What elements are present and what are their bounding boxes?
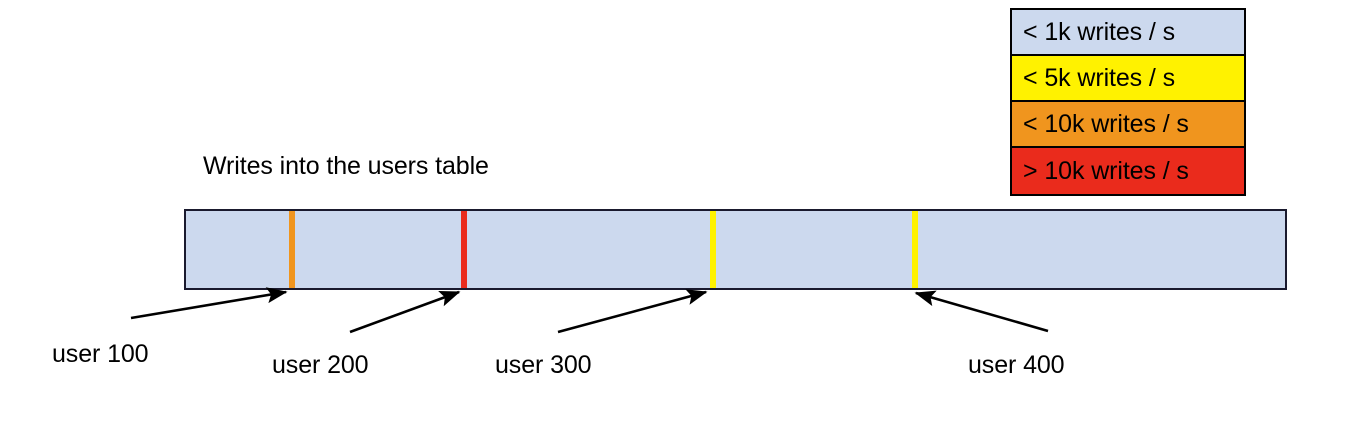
users-table-bar [184, 209, 1287, 290]
legend: < 1k writes / s < 5k writes / s < 10k wr… [1010, 8, 1246, 196]
legend-label-lt-5k: < 5k writes / s [1023, 63, 1176, 92]
stripe-user-200 [461, 211, 467, 288]
legend-row-lt-10k: < 10k writes / s [1012, 102, 1244, 148]
chart-title: Writes into the users table [203, 152, 489, 180]
stripe-user-300 [710, 211, 716, 288]
callout-label-user-400: user 400 [968, 351, 1065, 379]
legend-label-lt-1k: < 1k writes / s [1023, 17, 1176, 46]
arrow-user-100 [130, 287, 288, 320]
legend-row-lt-1k: < 1k writes / s [1012, 10, 1244, 56]
legend-row-gt-10k: > 10k writes / s [1012, 148, 1244, 194]
callout-label-user-100: user 100 [52, 340, 149, 368]
legend-label-lt-10k: < 10k writes / s [1023, 109, 1189, 138]
arrow-user-400 [914, 290, 1049, 333]
arrow-user-200 [349, 290, 461, 334]
arrow-user-300 [557, 289, 708, 334]
stripe-user-400 [912, 211, 918, 288]
legend-label-gt-10k: > 10k writes / s [1023, 156, 1189, 185]
stripe-user-100 [289, 211, 295, 288]
legend-row-lt-5k: < 5k writes / s [1012, 56, 1244, 102]
callout-label-user-200: user 200 [272, 351, 369, 379]
callout-label-user-300: user 300 [495, 351, 592, 379]
